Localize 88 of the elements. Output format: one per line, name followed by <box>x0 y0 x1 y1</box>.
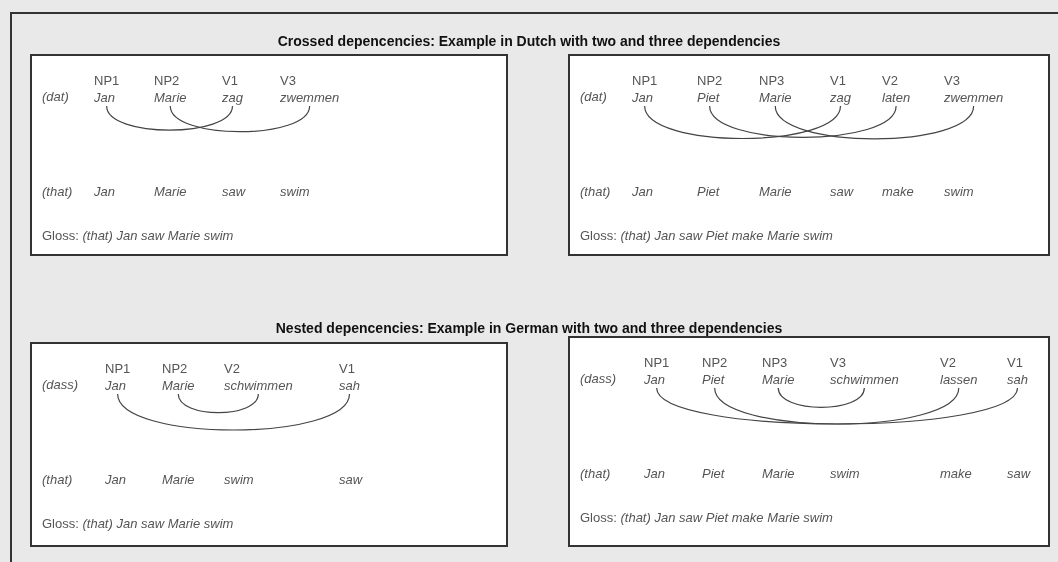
category-tag: V1 <box>830 72 851 89</box>
translation-word: Piet <box>697 184 720 199</box>
dependency-arc <box>709 105 897 138</box>
dependency-arc <box>774 105 975 140</box>
word: Jan <box>94 89 116 106</box>
category-tag: V2 <box>224 360 293 377</box>
example-panel <box>30 342 508 547</box>
example-panel <box>568 54 1050 256</box>
example-panel <box>568 336 1050 547</box>
clause-marker: (that) <box>42 472 73 487</box>
translation-word: swim <box>944 184 974 199</box>
gloss-text: Gloss: (that) Jan saw Marie swim <box>42 228 234 243</box>
word: zwemmen <box>280 89 340 106</box>
translation-word: make <box>882 184 914 199</box>
translation-word: saw <box>1007 466 1031 481</box>
word: Piet <box>697 89 721 106</box>
clause-marker: (that) <box>580 466 611 481</box>
word: sah <box>339 377 360 394</box>
word: Marie <box>154 89 187 106</box>
word: Jan <box>105 377 127 394</box>
translation-word: Marie <box>759 184 792 199</box>
category-tag: NP2 <box>702 354 728 371</box>
category-tag: V3 <box>944 72 1004 89</box>
word: sah <box>1007 371 1028 388</box>
translation-word: Jan <box>105 472 126 487</box>
word: zwemmen <box>944 89 1004 106</box>
translation-word: swim <box>224 472 254 487</box>
word: Jan <box>644 371 666 388</box>
section-heading: Crossed depencencies: Example in Dutch with two and three dependencies <box>277 33 781 49</box>
translation-word: saw <box>339 472 363 487</box>
word: Marie <box>759 89 792 106</box>
word: laten <box>882 89 911 106</box>
gloss-text: Gloss: (that) Jan saw Marie swim <box>42 516 234 531</box>
word: schwimmen <box>830 371 899 388</box>
word: zag <box>830 89 851 106</box>
dependency-arc <box>117 393 351 431</box>
clause-marker: (dass) <box>42 377 79 392</box>
translation-word: saw <box>830 184 854 199</box>
word: lassen <box>940 371 978 388</box>
gloss-text: Gloss: (that) Jan saw Piet make Marie swim <box>580 510 833 525</box>
translation-word: Jan <box>644 466 665 481</box>
category-tag: V1 <box>222 72 243 89</box>
clause-marker: (dat) <box>580 89 607 104</box>
category-tag: NP1 <box>644 354 670 371</box>
dependency-arc <box>777 387 865 408</box>
category-tag: NP3 <box>762 354 795 371</box>
translation-word: saw <box>222 184 246 199</box>
dependency-arc <box>714 387 960 425</box>
translation-word: Marie <box>762 466 795 481</box>
clause-marker: (dat) <box>42 89 69 104</box>
translation-word: Piet <box>702 466 725 481</box>
dependency-arc <box>106 105 234 131</box>
category-tag: NP1 <box>105 360 131 377</box>
dependency-arc <box>644 105 842 140</box>
category-tag: V1 <box>339 360 360 377</box>
category-tag: NP1 <box>94 72 120 89</box>
dependency-arc <box>177 393 259 414</box>
word: zag <box>222 89 243 106</box>
clause-marker: (that) <box>580 184 611 199</box>
clause-marker: (that) <box>42 184 73 199</box>
category-tag: V3 <box>830 354 899 371</box>
translation-word: Marie <box>154 184 187 199</box>
example-panel <box>30 54 508 256</box>
word: Marie <box>162 377 195 394</box>
category-tag: NP2 <box>154 72 187 89</box>
gloss-text: Gloss: (that) Jan saw Piet make Marie swim <box>580 228 833 243</box>
translation-word: swim <box>830 466 860 481</box>
translation-word: Marie <box>162 472 195 487</box>
category-tag: V3 <box>280 72 340 89</box>
translation-word: Jan <box>632 184 653 199</box>
category-tag: NP2 <box>697 72 723 89</box>
translation-word: swim <box>280 184 310 199</box>
word: Piet <box>702 371 726 388</box>
word: schwimmen <box>224 377 293 394</box>
category-tag: NP2 <box>162 360 195 377</box>
category-tag: V1 <box>1007 354 1028 371</box>
section-heading: Nested depencencies: Example in German with two and three dependencies <box>275 320 783 336</box>
category-tag: V2 <box>882 72 911 89</box>
dependency-arc <box>169 105 311 133</box>
translation-word: Jan <box>94 184 115 199</box>
word: Jan <box>632 89 654 106</box>
translation-word: make <box>940 466 972 481</box>
dependency-arc <box>656 387 1019 425</box>
category-tag: NP3 <box>759 72 792 89</box>
clause-marker: (dass) <box>580 371 617 386</box>
category-tag: V2 <box>940 354 978 371</box>
word: Marie <box>762 371 795 388</box>
category-tag: NP1 <box>632 72 658 89</box>
